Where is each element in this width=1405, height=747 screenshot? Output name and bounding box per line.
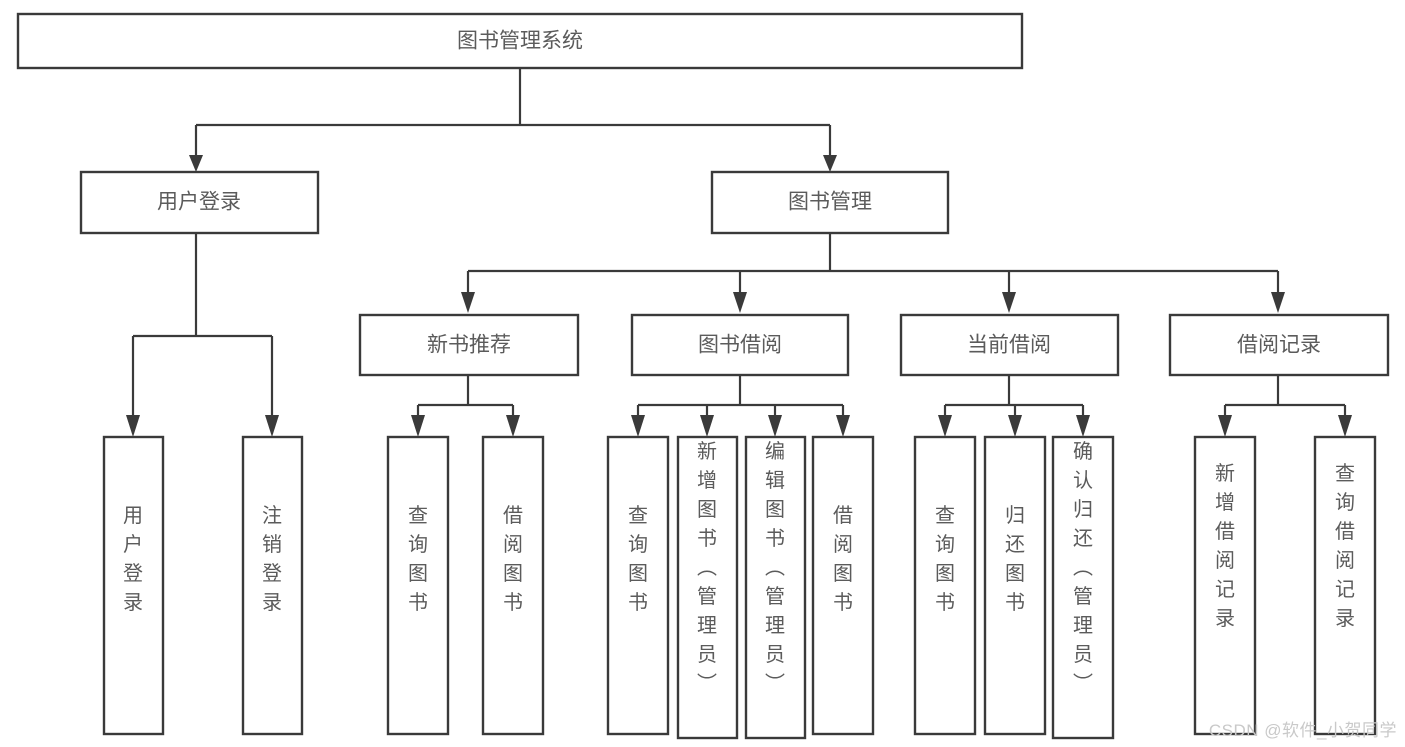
arrowhead-leaf-return-book [1008, 415, 1022, 437]
node-new-book-recommend-box[interactable] [358, 313, 580, 377]
node-leaf-query-record-label: 查询借阅记录 [1335, 462, 1355, 630]
node-leaf-user-login[interactable]: 用户登录 [102, 435, 165, 736]
node-leaf-query-book-current-box[interactable] [913, 435, 977, 736]
node-new-book-recommend-label: 新书推荐 [427, 334, 511, 357]
node-book-manage-label: 图书管理 [788, 191, 872, 214]
node-current-borrow-box[interactable] [899, 313, 1120, 377]
node-leaf-borrow-book-rec-label: 借阅图书 [503, 504, 523, 614]
arrowhead-book-borrow [733, 292, 747, 313]
node-borrow-record[interactable]: 借阅记录 [1168, 313, 1390, 377]
node-user-login-box[interactable] [79, 170, 320, 235]
node-current-borrow[interactable]: 当前借阅 [899, 313, 1120, 377]
node-leaf-add-book-label: 新增图书︵管理员︶ [697, 440, 717, 695]
node-leaf-borrow-book[interactable]: 借阅图书 [811, 435, 875, 736]
arrowhead-leaf-edit-book [768, 415, 782, 437]
arrowhead-leaf-query-book-rec [411, 415, 425, 437]
node-leaf-query-book-current[interactable]: 查询图书 [913, 435, 977, 736]
node-leaf-add-record-box[interactable] [1193, 435, 1257, 736]
arrowhead-leaf-query-record [1338, 415, 1352, 437]
node-current-borrow-label: 当前借阅 [967, 334, 1051, 357]
arrowhead-leaf-user-logout [265, 415, 279, 437]
node-leaf-query-book-borrow-label: 查询图书 [628, 504, 648, 614]
node-leaf-user-login-box[interactable] [102, 435, 165, 736]
node-leaf-edit-book-label: 编辑图书︵管理员︶ [765, 440, 785, 695]
node-leaf-user-login-label: 用户登录 [123, 505, 143, 614]
node-book-manage-box[interactable] [710, 170, 950, 235]
node-book-borrow-label: 图书借阅 [698, 334, 782, 357]
node-leaf-query-book-current-label: 查询图书 [935, 504, 955, 614]
node-borrow-record-label: 借阅记录 [1237, 334, 1321, 357]
node-leaf-confirm-return-box[interactable] [1051, 435, 1115, 740]
arrowhead-leaf-confirm-return [1076, 415, 1090, 437]
node-leaf-borrow-book-label: 借阅图书 [833, 504, 853, 614]
node-leaf-return-book-label: 归还图书 [1005, 504, 1025, 614]
node-leaf-user-logout-label: 注销登录 [262, 504, 282, 614]
node-leaf-user-logout[interactable]: 注销登录 [241, 435, 304, 736]
arrowhead-leaf-borrow-book-rec [506, 415, 520, 437]
arrowhead-current-borrow [1002, 292, 1016, 313]
arrowhead-leaf-add-book [700, 415, 714, 437]
arrowhead-book-manage [823, 155, 837, 172]
node-leaf-query-book-rec-box[interactable] [386, 435, 450, 736]
arrowhead-user-login [189, 155, 203, 172]
node-leaf-edit-book[interactable]: 编辑图书︵管理员︶ [744, 435, 807, 740]
node-borrow-record-box[interactable] [1168, 313, 1390, 377]
node-leaf-return-book-box[interactable] [983, 435, 1047, 736]
connector-layer [126, 68, 1352, 437]
node-leaf-query-record-box[interactable] [1313, 435, 1377, 736]
node-book-manage[interactable]: 图书管理 [710, 170, 950, 235]
node-book-borrow[interactable]: 图书借阅 [630, 313, 850, 377]
node-leaf-borrow-book-rec[interactable]: 借阅图书 [481, 435, 545, 736]
node-leaf-query-record[interactable]: 查询借阅记录 [1313, 435, 1377, 736]
arrowhead-leaf-add-record [1218, 415, 1232, 437]
node-root[interactable]: 图书管理系统 [16, 12, 1024, 70]
node-user-login[interactable]: 用户登录 [79, 170, 320, 235]
node-root-box[interactable] [16, 12, 1024, 70]
node-leaf-confirm-return-label: 确认归还︵管理员︶ [1073, 440, 1093, 695]
node-user-login-label: 用户登录 [157, 191, 241, 214]
node-leaf-add-book[interactable]: 新增图书︵管理员︶ [676, 435, 739, 740]
node-new-book-recommend[interactable]: 新书推荐 [358, 313, 580, 377]
node-leaf-query-book-borrow-box[interactable] [606, 435, 670, 736]
node-leaf-add-record[interactable]: 新增借阅记录 [1193, 435, 1257, 736]
csdn-watermark: CSDN @软件_小贺同学 [1208, 721, 1397, 740]
node-leaf-query-book-rec-label: 查询图书 [408, 504, 428, 614]
arrowhead-leaf-query-book-borrow [631, 415, 645, 437]
node-leaf-borrow-book-box[interactable] [811, 435, 875, 736]
node-root-label: 图书管理系统 [457, 30, 583, 53]
node-leaf-confirm-return[interactable]: 确认归还︵管理员︶ [1051, 435, 1115, 740]
node-book-borrow-box[interactable] [630, 313, 850, 377]
node-leaf-borrow-book-rec-box[interactable] [481, 435, 545, 736]
node-leaf-user-logout-box[interactable] [241, 435, 304, 736]
arrowhead-leaf-query-book-current [938, 415, 952, 437]
node-leaf-query-book-borrow[interactable]: 查询图书 [606, 435, 670, 736]
node-leaf-edit-book-box[interactable] [744, 435, 807, 740]
node-leaf-add-record-label: 新增借阅记录 [1215, 462, 1235, 630]
arrowhead-leaf-borrow-book [836, 415, 850, 437]
arrowhead-leaf-user-login [126, 415, 140, 437]
node-leaf-query-book-rec[interactable]: 查询图书 [386, 435, 450, 736]
node-leaf-return-book[interactable]: 归还图书 [983, 435, 1047, 736]
arrowhead-new-book-recommend [461, 292, 475, 313]
node-leaf-add-book-box[interactable] [676, 435, 739, 740]
arrowhead-borrow-record [1271, 292, 1285, 313]
